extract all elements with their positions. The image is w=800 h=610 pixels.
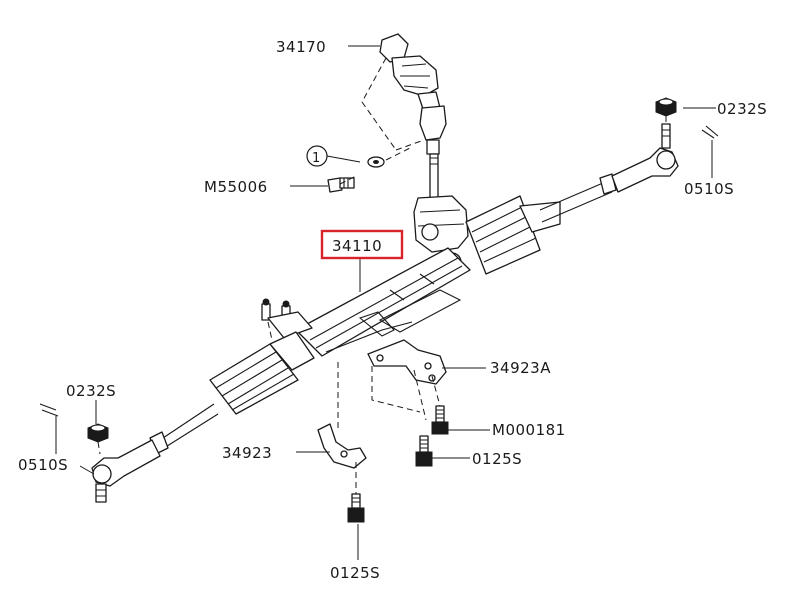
label-34110[interactable]: 34110 (332, 237, 382, 255)
bracket-34923a[interactable] (367, 339, 447, 385)
label-34923[interactable]: 34923 (222, 444, 272, 462)
label-0125s-right[interactable]: 0125S (472, 450, 522, 468)
part-labels: 34170 0232S 0510S 1 M55006 34110 34923A … (18, 38, 767, 582)
callout-number: 1 (312, 151, 321, 166)
bracket-34923[interactable] (317, 423, 367, 469)
part-highlight-box (320, 229, 404, 260)
label-m000181[interactable]: M000181 (492, 421, 566, 439)
left-castle-nut[interactable] (87, 423, 109, 443)
left-tie-rod-end[interactable] (91, 431, 169, 503)
washer-1[interactable] (367, 156, 385, 168)
label-0232s-right[interactable]: 0232S (717, 100, 767, 118)
label-0510s-left[interactable]: 0510S (18, 456, 68, 474)
right-bellows-boot[interactable] (465, 179, 613, 275)
label-34170[interactable]: 34170 (276, 38, 326, 56)
label-0232s-left[interactable]: 0232S (66, 382, 116, 400)
universal-joint-34170[interactable] (379, 33, 447, 199)
right-castle-nut[interactable] (655, 97, 677, 117)
label-34923a[interactable]: 34923A (490, 359, 551, 377)
steering-gearbox-34110[interactable] (261, 195, 471, 357)
right-tie-rod-end[interactable] (599, 123, 679, 195)
bolt-m000181[interactable] (431, 405, 449, 435)
bolt-m55006[interactable] (327, 177, 355, 193)
callout-circle-1 (306, 145, 328, 167)
bolt-0125s-right[interactable] (415, 435, 433, 467)
label-0510s-right[interactable]: 0510S (684, 180, 734, 198)
right-cotter-pin[interactable] (701, 125, 719, 139)
bolt-0125s-bottom[interactable] (347, 493, 365, 523)
label-0125s-bottom[interactable]: 0125S (330, 564, 380, 582)
label-m55006[interactable]: M55006 (204, 178, 268, 196)
left-bellows-boot[interactable] (159, 331, 315, 449)
leader-lines (55, 45, 716, 560)
left-cotter-pin[interactable] (39, 403, 59, 417)
assembly-dashed-lines (97, 57, 667, 494)
